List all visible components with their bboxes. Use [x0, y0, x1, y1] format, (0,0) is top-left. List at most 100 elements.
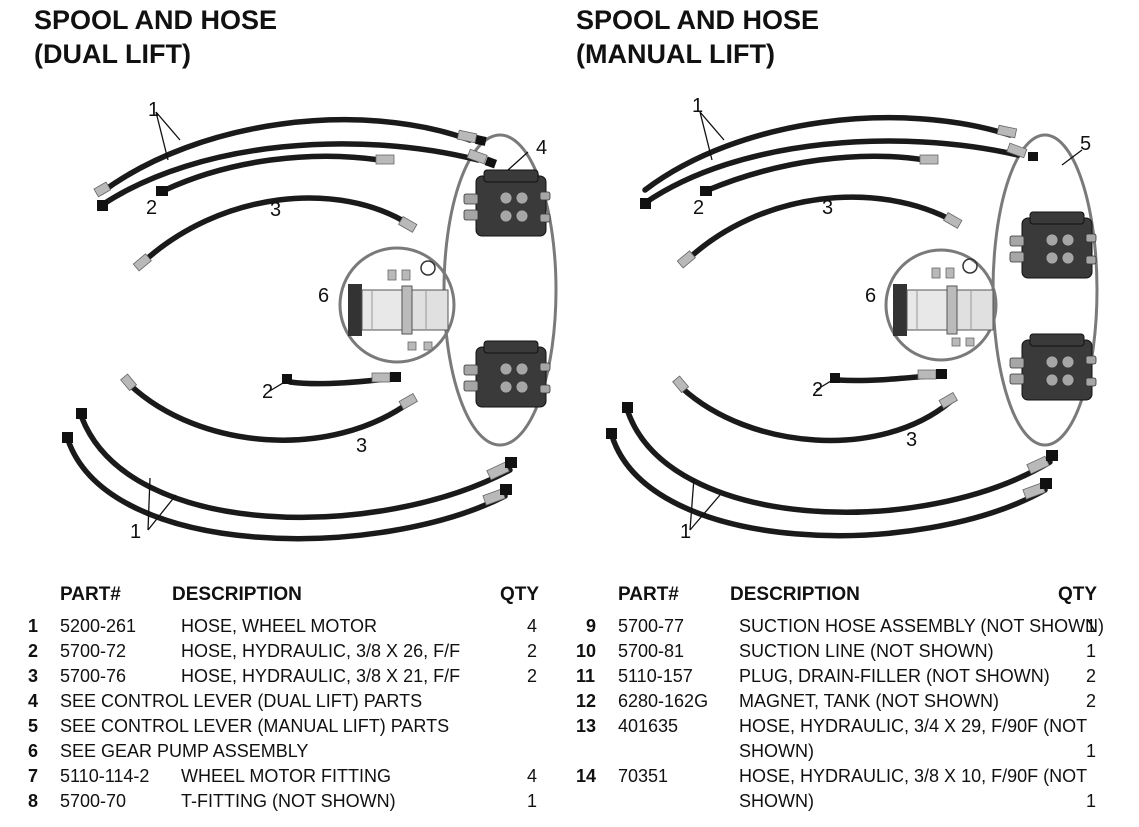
- header-qty-right: QTY: [1058, 584, 1098, 605]
- quantity: 1: [1086, 791, 1097, 811]
- description-continued: SHOWN): [739, 741, 814, 761]
- title-line-1: SPOOL AND HOSE: [576, 5, 820, 35]
- title-line-1: SPOOL AND HOSE: [34, 5, 278, 35]
- callout-3-top: 3: [270, 199, 281, 221]
- control-valve-top: [463, 169, 551, 237]
- hose-2-top: [705, 153, 928, 193]
- table-row: 5 SEE CONTROL LEVER (MANUAL LIFT) PARTS: [0, 716, 560, 740]
- part-number: SEE GEAR PUMP ASSEMBLY: [60, 741, 309, 761]
- quantity: 1: [527, 791, 538, 811]
- callout-3-bottom: 3: [906, 429, 917, 451]
- pump-circle: [884, 248, 998, 362]
- table-row: 8 5700-70 T-FITTING (NOT SHOWN) 1: [0, 791, 560, 815]
- hose-1-top: [99, 116, 473, 195]
- callout-2-top: 2: [146, 197, 157, 219]
- control-valve-bottom: [1009, 333, 1097, 401]
- callout-1-bottom: 1: [680, 521, 691, 543]
- hose-3-bottom: [127, 382, 413, 443]
- description: HOSE, HYDRAULIC, 3/8 X 21, F/F: [181, 666, 461, 686]
- left-panel: 1 2 3 4 6 2 3 1: [62, 99, 558, 543]
- right-panel: 1 2 3 5 6 2 3 1: [606, 95, 1099, 543]
- part-number: 5700-70: [60, 791, 127, 811]
- quantity: 2: [1086, 666, 1097, 686]
- control-valve-top: [1009, 211, 1097, 279]
- part-number: 5110-114-2: [60, 766, 150, 786]
- description: SUCTION LINE (NOT SHOWN): [739, 641, 994, 661]
- hose-1-bottom: [79, 415, 513, 521]
- part-number: 5110-157: [618, 666, 693, 686]
- gear-pump: [892, 283, 994, 337]
- callout-6: 6: [318, 285, 329, 307]
- description: HOSE, WHEEL MOTOR: [181, 616, 378, 636]
- part-number: 70351: [618, 766, 669, 786]
- callout-1-bottom: 1: [130, 521, 141, 543]
- hose-1-bottom: [625, 409, 1053, 515]
- title-line-2: (MANUAL LIFT): [576, 39, 775, 69]
- item-number: 3: [28, 666, 39, 686]
- hose-1-top-b: [642, 138, 1021, 206]
- callout-2-top: 2: [693, 197, 704, 219]
- table-row: 14 70351 HOSE, HYDRAULIC, 3/8 X 10, F/90…: [560, 766, 1139, 816]
- callout-1-top: 1: [148, 99, 159, 121]
- title-line-2: (DUAL LIFT): [34, 39, 191, 69]
- header-description-left: DESCRIPTION: [172, 584, 302, 605]
- hose-3-top: [137, 195, 413, 268]
- hose-2-top: [162, 153, 383, 193]
- description: HOSE, HYDRAULIC, 3/8 X 26, F/F: [181, 641, 461, 661]
- header-description-right: DESCRIPTION: [730, 584, 860, 605]
- item-number: 8: [28, 791, 39, 811]
- item-number: 12: [576, 691, 597, 711]
- description-continued: SHOWN): [739, 791, 814, 811]
- table-row: 13 401635 HOSE, HYDRAULIC, 3/4 X 29, F/9…: [560, 716, 1139, 766]
- quantity: 1: [1086, 641, 1097, 661]
- description: HOSE, HYDRAULIC, 3/4 X 29, F/90F (NOT: [739, 716, 1088, 736]
- hose-1-top: [642, 115, 1013, 193]
- description: SUCTION HOSE ASSEMBLY (NOT SHOWN): [739, 616, 1105, 636]
- quantity: 4: [527, 766, 538, 786]
- hose-1-bottom-b: [609, 433, 1048, 539]
- table-row: 11 5110-157 PLUG, DRAIN-FILLER (NOT SHOW…: [560, 666, 1139, 690]
- hose-1-bottom-b: [65, 437, 508, 542]
- hose-1-top-b: [99, 141, 481, 208]
- callout-3-bottom: 3: [356, 435, 367, 457]
- part-number: SEE CONTROL LEVER (MANUAL LIFT) PARTS: [60, 716, 450, 736]
- item-number: 14: [576, 766, 597, 786]
- header-part-right: PART#: [618, 584, 679, 605]
- quantity: 1: [1086, 741, 1097, 761]
- table-row: 1 5200-261 HOSE, WHEEL MOTOR 4: [0, 616, 560, 640]
- item-number: 6: [28, 741, 39, 761]
- item-number: 1: [28, 616, 39, 636]
- table-row: 10 5700-81 SUCTION LINE (NOT SHOWN) 1: [560, 641, 1139, 665]
- table-row: 7 5110-114-2 WHEEL MOTOR FITTING 4: [0, 766, 560, 790]
- callout-5: 5: [1080, 133, 1091, 155]
- table-row: 6 SEE GEAR PUMP ASSEMBLY: [0, 741, 560, 765]
- item-number: 9: [586, 616, 597, 636]
- hose-diagram: 1 2 3 4 6 2 3 1: [62, 95, 1099, 543]
- quantity: 2: [527, 641, 538, 661]
- table-row: 2 5700-72 HOSE, HYDRAULIC, 3/8 X 26, F/F…: [0, 641, 560, 665]
- callout-2-bottom: 2: [812, 379, 823, 401]
- description: MAGNET, TANK (NOT SHOWN): [739, 691, 1000, 711]
- title-manual-lift: SPOOL AND HOSE (MANUAL LIFT): [576, 3, 819, 71]
- item-number: 7: [28, 766, 39, 786]
- callout-6: 6: [865, 285, 876, 307]
- description: WHEEL MOTOR FITTING: [181, 766, 391, 786]
- hose-3-top: [682, 194, 958, 265]
- hose-3-bottom: [679, 385, 953, 444]
- pump-circle: [338, 246, 456, 364]
- gear-pump: [347, 283, 449, 337]
- header-qty-left: QTY: [500, 584, 540, 605]
- part-number: 401635: [618, 716, 679, 736]
- quantity: 4: [527, 616, 538, 636]
- table-row: 4 SEE CONTROL LEVER (DUAL LIFT) PARTS: [0, 691, 560, 715]
- description: HOSE, HYDRAULIC, 3/8 X 10, F/90F (NOT: [739, 766, 1088, 786]
- table-row: 3 5700-76 HOSE, HYDRAULIC, 3/8 X 21, F/F…: [0, 666, 560, 690]
- quantity: 2: [527, 666, 538, 686]
- control-valve-bottom: [463, 340, 551, 408]
- description: PLUG, DRAIN-FILLER (NOT SHOWN): [739, 666, 1050, 686]
- item-number: 2: [28, 641, 39, 661]
- callout-3-top: 3: [822, 197, 833, 219]
- item-number: 5: [28, 716, 39, 736]
- header-part-left: PART#: [60, 584, 121, 605]
- callout-1-top: 1: [692, 95, 703, 117]
